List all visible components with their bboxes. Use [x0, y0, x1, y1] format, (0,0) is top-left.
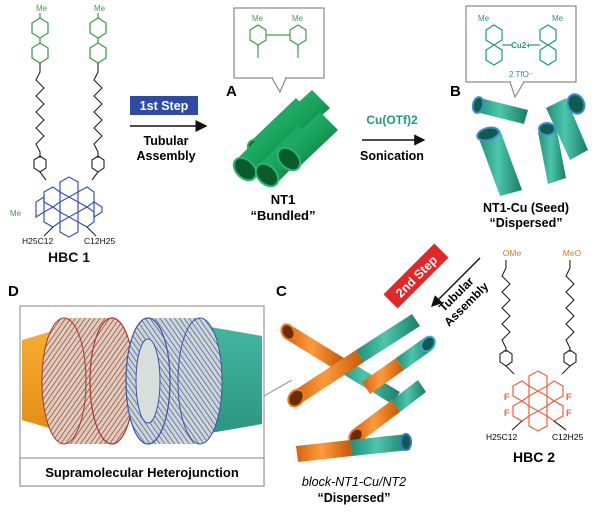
teal-tube — [546, 93, 588, 160]
hbc1-label: HBC 1 — [48, 249, 90, 265]
panel-a-name: NT1 — [271, 192, 296, 207]
hbc1-alkyl-right: C12H25 — [84, 236, 115, 246]
panel-a-callout: Me Me — [233, 7, 325, 94]
counterion-label: 2 TfO⁻ — [509, 70, 533, 79]
hbc2-alkyl-left: H25C12 — [486, 432, 517, 442]
panel-d-letter: D — [8, 283, 19, 300]
heterojunction-render — [19, 305, 265, 487]
teal-tube — [471, 96, 528, 124]
panel-a-letter: A — [226, 83, 237, 100]
panel-c-name: block-NT1-Cu/NT2 — [302, 475, 406, 489]
block-nanotubes — [280, 314, 436, 462]
step1-line1: Tubular — [144, 134, 189, 148]
panel-a-state: “Bundled” — [251, 208, 316, 223]
hbc2-meo-label: MeO — [563, 248, 582, 258]
step2-arrow — [431, 257, 481, 307]
block-tube — [296, 433, 412, 462]
teal-tube — [538, 122, 566, 184]
step1-label: 1st Step — [140, 99, 189, 113]
panel-c-letter: C — [276, 283, 287, 300]
panel-b-letter: B — [450, 83, 461, 100]
fluorine-label: F — [566, 408, 572, 418]
step1-line2: Assembly — [136, 149, 195, 163]
block-tube — [287, 314, 420, 408]
hbc1-bipyridine-right — [89, 13, 107, 64]
callout-a-me-left: Me — [252, 14, 264, 23]
block-tube — [362, 335, 436, 394]
panel-b-callout: Me Me Cu2+ 2 TfO⁻ — [465, 5, 577, 99]
hbc1-me-label-right: Me — [94, 4, 106, 13]
callout-b-me-left: Me — [478, 14, 490, 23]
panel-b-name: NT1-Cu (Seed) — [483, 201, 569, 215]
copper-center: Cu2+ — [511, 41, 531, 50]
panel-d-pointer — [263, 379, 293, 397]
hbc2-molecule — [499, 260, 577, 432]
step2-box — [383, 243, 449, 309]
panel-c-name-text: block-NT1-Cu/NT2 — [302, 475, 406, 489]
green-tube — [232, 118, 296, 182]
fluorine-label: F — [504, 392, 510, 402]
fluorine-label: F — [504, 408, 510, 418]
hbc2-label: HBC 2 — [513, 449, 555, 465]
hbc2-phenyls — [499, 349, 577, 375]
panel-d-caption: Supramolecular Heterojunction — [45, 465, 239, 480]
hbc1-core — [35, 176, 103, 238]
callout-a-me-right: Me — [292, 14, 304, 23]
hbc2-core — [512, 370, 564, 432]
callout-b-me-right: Me — [552, 14, 564, 23]
panel-c-state: “Dispersed” — [318, 491, 391, 505]
green-tube — [276, 112, 338, 172]
nt1cu-seeds — [471, 93, 588, 196]
hbc1-molecule — [31, 13, 107, 238]
fluorine-label: F — [566, 392, 572, 402]
hbc1-bipyridine-left — [31, 13, 49, 64]
hbc1-me-left: Me — [10, 209, 22, 218]
hbc1-glycol-chains — [35, 63, 103, 158]
hbc2-alkyl-right: C12H25 — [552, 432, 583, 442]
nt1-bundle — [232, 90, 338, 188]
step2-label: 2nd Step — [393, 253, 440, 300]
step1-box — [130, 96, 198, 115]
hbc2-glycol-chains — [501, 260, 575, 352]
hbc1-phenyls — [33, 155, 105, 181]
hbc1-alkyl-left: H25C12 — [22, 236, 53, 246]
hbc2-ome-label: OMe — [503, 248, 522, 258]
panel-b-state: “Dispersed” — [490, 216, 563, 230]
sonication-label: Sonication — [360, 149, 424, 163]
teal-tube — [476, 126, 522, 196]
reagent-label: Cu(OTf)2 — [366, 113, 418, 127]
hbc1-me-label-left: Me — [36, 4, 48, 13]
